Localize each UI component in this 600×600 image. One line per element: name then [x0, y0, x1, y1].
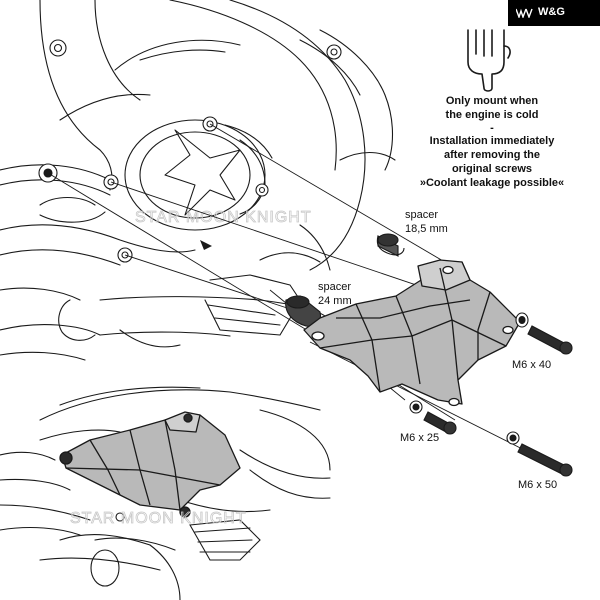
inset-line-art: [0, 386, 331, 600]
notice-line-6: »Coolant leakage possible«: [420, 177, 564, 189]
bolt-head-icon: [49, 39, 67, 57]
screw-m6x50: [506, 431, 573, 477]
spacer-top-size: 18,5 mm: [405, 223, 448, 235]
spacer-18-5mm: [376, 233, 405, 257]
hand-pointing-down-icon: [467, 29, 511, 92]
bolt-head-icon: [326, 44, 342, 60]
notice-line-5: original screws: [452, 163, 532, 175]
screw-m6x25: [409, 400, 457, 435]
arrow-indicator-icon: [200, 240, 212, 250]
notice-line-2: the engine is cold: [446, 109, 539, 121]
brand-logo: W&G: [508, 0, 600, 26]
brand-logo-text: W&G: [538, 6, 565, 18]
spacer-mid-label: spacer: [318, 281, 351, 293]
inset-bolt-icon: [115, 512, 125, 522]
spacer-24mm: [285, 295, 322, 327]
screw-c-label: M6 x 50: [518, 479, 557, 491]
watermark-inset: STAR MOON KNIGHT: [70, 510, 247, 527]
installed-cover-inset: [59, 411, 241, 518]
notice-line-4: after removing the: [444, 149, 540, 161]
notice-separator: -: [490, 122, 494, 134]
spacer-top-label: spacer: [405, 209, 438, 221]
watermark-upper: STAR MOON KNIGHT: [135, 209, 312, 226]
notice-line-3: Installation immediately: [430, 135, 556, 147]
screw-a-label: M6 x 40: [512, 359, 551, 371]
spacer-mid-size: 24 mm: [318, 295, 352, 307]
screw-b-label: M6 x 25: [400, 432, 439, 444]
engine-line-art: [0, 0, 396, 361]
bolt-head-icon: [255, 183, 269, 197]
engine-bolts: [38, 39, 342, 263]
brand-mark-icon: [516, 8, 533, 18]
screw-m6x40: [515, 312, 573, 355]
notice-line-1: Only mount when: [446, 95, 539, 107]
pump-cover-part: [303, 259, 521, 407]
